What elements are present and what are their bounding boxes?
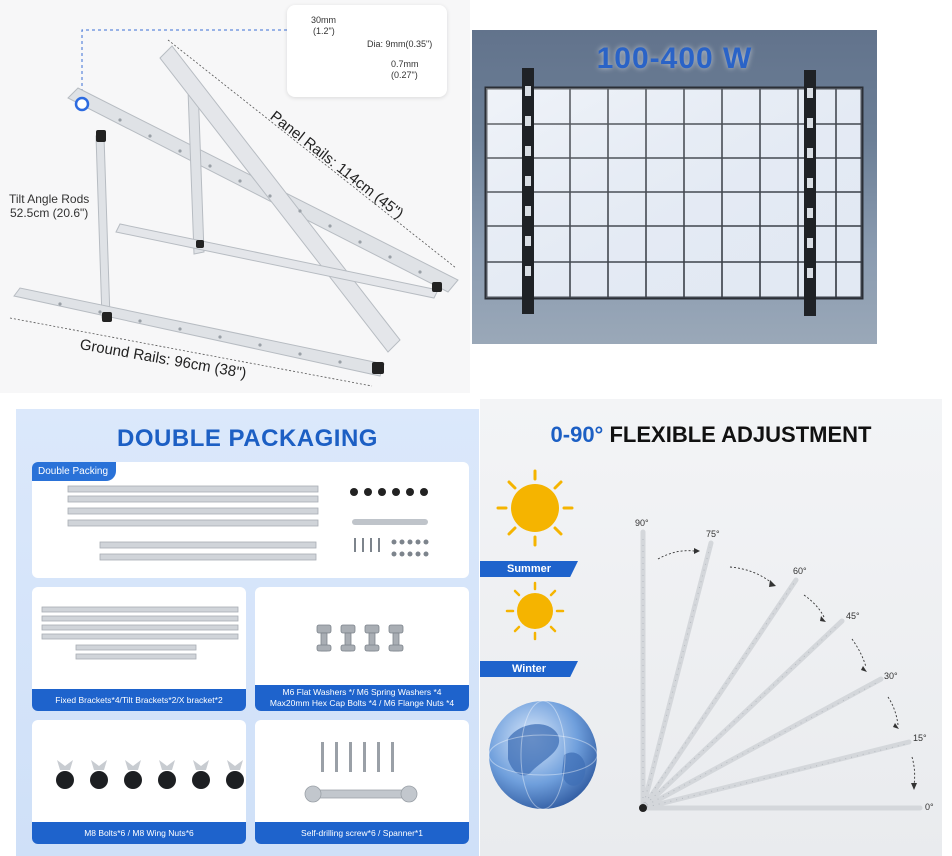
rails-diagram-panel: 30mm (1.2") Dia: 9mm(0.35") 0.7mm (0.27"… bbox=[0, 0, 470, 393]
tilt-rods-label: Tilt Angle Rods bbox=[9, 192, 90, 206]
angle-75-label: 75° bbox=[706, 529, 720, 539]
solar-panel-drawing bbox=[484, 68, 864, 316]
adjustment-range: 0-90° bbox=[550, 422, 604, 447]
washers-caption-line1: M6 Flat Washers */ M6 Spring Washers *4 bbox=[282, 687, 442, 697]
screws-drawing bbox=[304, 742, 418, 803]
bolts-drawing bbox=[56, 760, 244, 789]
rail-thickness-value: 0.7mm bbox=[391, 59, 419, 69]
brackets-caption: Fixed Brackets*4/Tilt Brackets*2/X brack… bbox=[32, 689, 246, 711]
power-range-title: 100-400 W bbox=[596, 42, 753, 75]
double-packaging-panel: DOUBLE PACKAGING bbox=[16, 409, 479, 856]
angle-0-label: 0° bbox=[925, 802, 934, 812]
washers-box: M6 Flat Washers */ M6 Spring Washers *4 … bbox=[255, 587, 469, 711]
brackets-drawing bbox=[41, 606, 239, 660]
sun-summer-icon bbox=[496, 469, 574, 547]
rail-thickness-inch: (0.27") bbox=[391, 70, 418, 80]
globe-icon bbox=[488, 700, 598, 810]
packaging-title: DOUBLE PACKAGING bbox=[117, 425, 378, 452]
brackets-box: Fixed Brackets*4/Tilt Brackets*2/X brack… bbox=[32, 587, 246, 711]
angle-30-label: 30° bbox=[884, 671, 898, 681]
full-kit-box: Double Packing bbox=[32, 462, 469, 578]
angle-90-label: 90° bbox=[635, 518, 649, 528]
flexible-adjustment-panel: 0-90° FLEXIBLE ADJUSTMENT bbox=[480, 399, 942, 856]
solar-panel-photo: 100-400 W bbox=[472, 30, 877, 344]
screws-box: Self-drilling screw*6 / Spanner*1 bbox=[255, 720, 469, 844]
double-packing-tag: Double Packing bbox=[32, 462, 117, 481]
tilt-rods-length: 52.5cm (20.6") bbox=[10, 206, 89, 220]
adjustment-title: 0-90° FLEXIBLE ADJUSTMENT bbox=[480, 422, 942, 448]
rail-profile-callout: 30mm (1.2") Dia: 9mm(0.35") 0.7mm (0.27"… bbox=[287, 5, 447, 97]
screws-caption: Self-drilling screw*6 / Spanner*1 bbox=[255, 822, 469, 844]
sun-winter-icon bbox=[505, 581, 565, 641]
bolts-caption: M8 Bolts*6 / M8 Wing Nuts*6 bbox=[32, 822, 246, 844]
washers-caption: M6 Flat Washers */ M6 Spring Washers *4 … bbox=[255, 685, 469, 711]
full-kit-drawing bbox=[67, 485, 429, 561]
summer-label: Summer bbox=[480, 561, 578, 577]
adjustment-drawing bbox=[488, 469, 923, 812]
rails-drawing bbox=[9, 29, 459, 387]
bolts-box: M8 Bolts*6 / M8 Wing Nuts*6 bbox=[32, 720, 246, 844]
rail-width-inch: (1.2") bbox=[313, 26, 335, 36]
washers-drawing bbox=[316, 624, 404, 652]
rail-width-value: 30mm bbox=[311, 15, 337, 25]
hole-diameter: Dia: 9mm(0.35") bbox=[367, 39, 433, 49]
adjustment-title-text: FLEXIBLE ADJUSTMENT bbox=[609, 422, 872, 447]
winter-label: Winter bbox=[480, 661, 578, 677]
angle-60-label: 60° bbox=[793, 566, 807, 576]
angle-15-label: 15° bbox=[913, 733, 927, 743]
washers-caption-line2: Max20mm Hex Cap Bolts *4 / M6 Flange Nut… bbox=[269, 698, 455, 708]
angle-45-label: 45° bbox=[846, 611, 860, 621]
